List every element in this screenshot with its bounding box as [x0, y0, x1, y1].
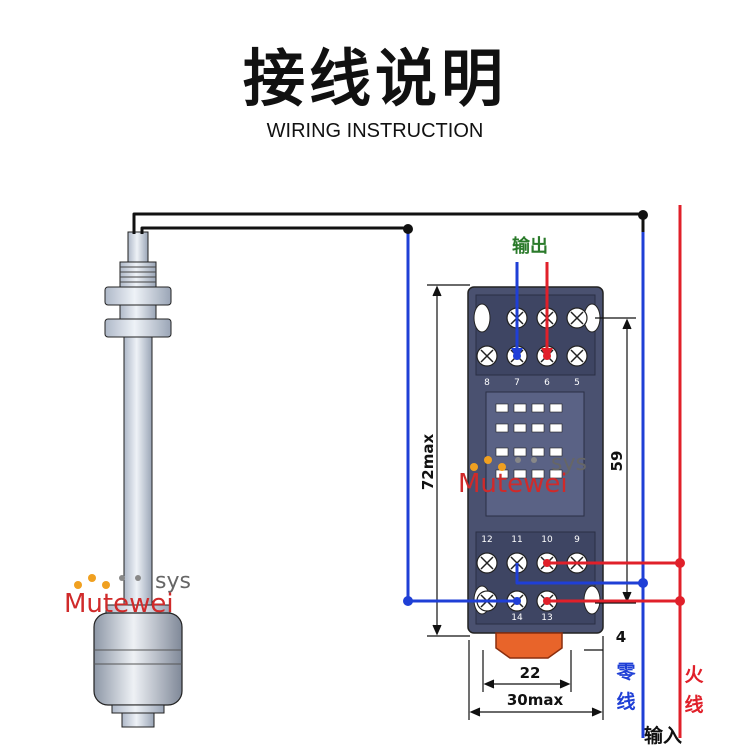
float-nut-top — [104, 286, 172, 306]
live-label-2: 线 — [684, 693, 703, 716]
neutral-wire-11 — [515, 563, 643, 585]
neutral-label-1: 零 — [615, 661, 636, 683]
watermark-brand: Mutewei — [64, 589, 174, 619]
dim-width-max: 30max — [507, 691, 564, 709]
signal-wire-1 — [132, 212, 645, 234]
dimension-lines — [427, 284, 636, 720]
terminal-number: 12 — [481, 535, 492, 545]
terminal-number: 6 — [544, 378, 550, 388]
terminal-number: 10 — [541, 535, 553, 545]
live-label-1: 火 — [684, 664, 704, 686]
relay-clip — [495, 632, 563, 659]
float-thread-top — [119, 261, 157, 291]
watermark-sub: sys — [155, 569, 191, 594]
terminal-number: 14 — [511, 613, 523, 623]
terminal-number: 7 — [514, 378, 520, 388]
dim-height: 59 — [608, 451, 626, 472]
relay-slots — [495, 403, 563, 479]
float-ball — [93, 612, 183, 706]
watermark-sub: sys — [551, 451, 587, 476]
neutral-label-2: 线 — [616, 690, 635, 713]
terminal-number: 13 — [541, 613, 552, 623]
terminal-number: 9 — [574, 535, 580, 545]
terminal-number: 11 — [511, 535, 522, 545]
output-label: 输出 — [512, 235, 548, 257]
dim-offset: 4 — [616, 628, 626, 646]
signal-wire-2 — [140, 226, 408, 234]
watermark-left: sys Mutewei — [64, 569, 191, 619]
terminal-number: 5 — [574, 378, 580, 388]
watermark-brand: Mutewei — [458, 469, 568, 499]
float-switch — [93, 231, 183, 728]
page-title: 接线说明 — [242, 42, 507, 115]
float-stem — [123, 336, 153, 608]
input-label: 输入 — [644, 724, 682, 747]
terminal-number: 8 — [484, 378, 490, 388]
float-nut-bottom — [104, 318, 172, 338]
dim-height-max: 72max — [419, 434, 437, 491]
page-subtitle: WIRING INSTRUCTION — [266, 120, 484, 142]
junction-dots — [403, 210, 685, 606]
watermark-right: sys Mutewei — [458, 451, 587, 499]
dim-width: 22 — [520, 664, 541, 682]
